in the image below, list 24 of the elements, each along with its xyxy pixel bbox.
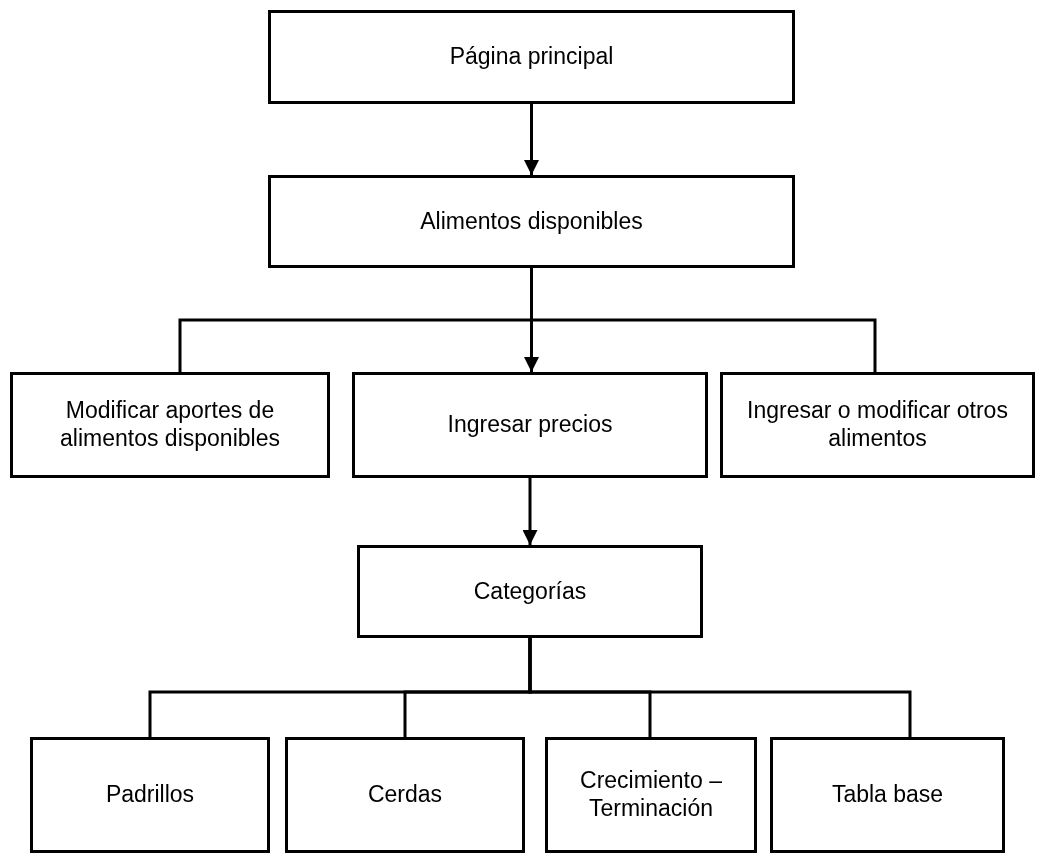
box-label: Página principal xyxy=(449,43,614,71)
box-label: Alimentos disponibles xyxy=(420,207,643,236)
page-box xyxy=(720,372,1035,478)
box-label: Ingresar o modificar otros alimentos xyxy=(746,397,1009,453)
box-label: Ingresar precios xyxy=(447,411,613,439)
connector-line xyxy=(528,638,912,737)
box-label: Padrillos xyxy=(105,781,195,809)
page-box xyxy=(285,737,525,853)
page-box xyxy=(268,10,795,104)
page-box xyxy=(357,545,703,638)
page-box xyxy=(352,372,708,478)
connector-line xyxy=(530,268,877,372)
box-label: Categorías xyxy=(473,577,587,606)
box-label: Tabla base xyxy=(831,781,944,809)
box-label: Cerdas xyxy=(367,781,443,809)
page-box xyxy=(545,737,757,853)
box-label: Crecimiento – Terminación xyxy=(579,767,723,823)
arrow xyxy=(522,478,538,545)
page-box xyxy=(30,737,270,853)
page-box xyxy=(10,372,330,478)
arrow xyxy=(524,104,539,175)
page-box xyxy=(268,175,795,268)
page-box xyxy=(770,737,1005,853)
box-label: Modificar aportes de alimentos disponibles xyxy=(59,397,281,453)
